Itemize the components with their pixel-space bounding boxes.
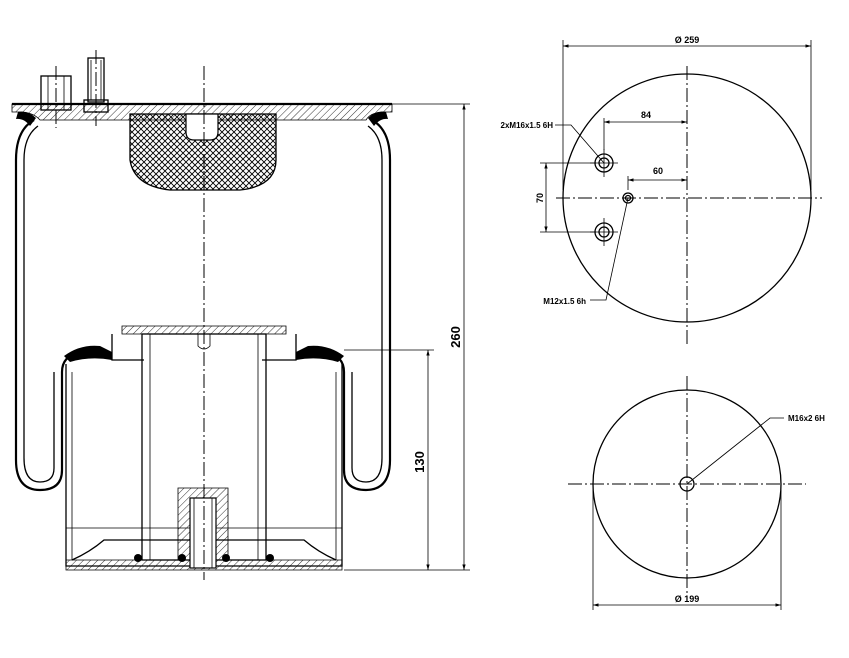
piston-bead-left [64, 345, 112, 362]
top-diameter-dimension: Ø 259 [675, 35, 700, 45]
bottom-thread-hole [679, 476, 695, 492]
piston-height-dimension: 130 [412, 451, 427, 473]
offset-84-dimension: 84 [641, 110, 651, 120]
bellow-left [14, 119, 81, 492]
bottom-diameter-dimension: Ø 199 [675, 594, 700, 604]
top-plan-view: Ø 259 84 60 70 2xM16x1.5 6H M12x1.5 6h [501, 35, 822, 344]
piston-bead-right [296, 345, 344, 362]
mounting-nut [40, 66, 72, 128]
bottom-plan-view: M16x2 6H Ø 199 [568, 376, 825, 610]
upper-bead-right [368, 111, 388, 126]
airport-thread-callout: M12x1.5 6h [543, 297, 586, 306]
bottom-thread-callout: M16x2 6H [788, 414, 825, 423]
bellow-right [325, 119, 392, 492]
bolt-thread-callout: 2xM16x1.5 6H [501, 121, 554, 130]
height-dimension: 260 [448, 326, 463, 348]
mounting-stud [83, 50, 109, 126]
bump-stop [129, 113, 277, 191]
offset-60-dimension: 60 [653, 166, 663, 176]
spacing-70-dimension: 70 [535, 193, 545, 203]
side-section-view: 260 130 [11, 50, 470, 580]
air-port-hole [622, 192, 634, 204]
